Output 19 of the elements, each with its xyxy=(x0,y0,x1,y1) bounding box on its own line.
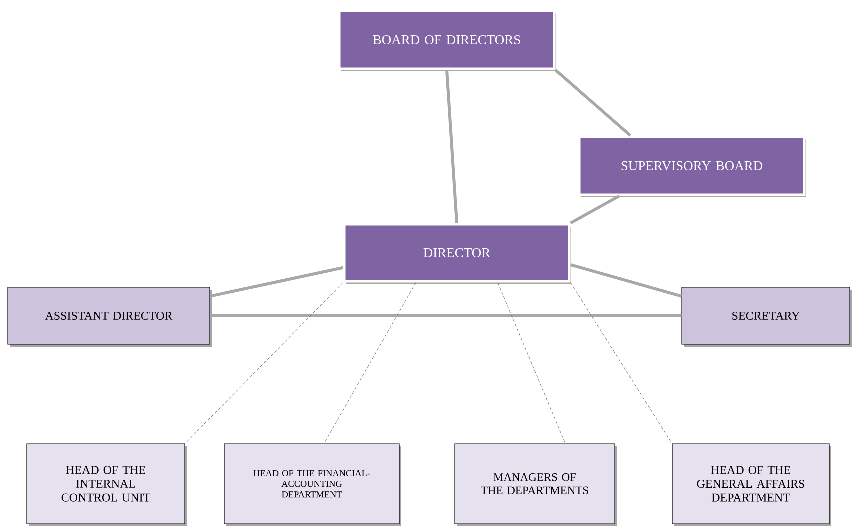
connector-line xyxy=(498,282,566,444)
unit-box: HEAD OF THE FINANCIAL-ACCOUNTING DEPARTMENT xyxy=(224,444,402,526)
connector-line xyxy=(324,282,416,444)
connector-line xyxy=(570,263,682,298)
org-box: DIRECTOR xyxy=(343,223,572,284)
staff-box: ASSISTANT DIRECTOR xyxy=(8,287,212,347)
org-box: SUPERVISORY BOARD xyxy=(578,136,806,198)
connector-line xyxy=(446,70,458,224)
connector-line xyxy=(185,282,344,444)
unit-box: MANAGERS OF THE DEPARTMENTS xyxy=(454,444,617,526)
connector-line xyxy=(570,282,672,444)
connector-line xyxy=(554,69,632,137)
unit-box: HEAD OF THE INTERNAL CONTROL UNIT xyxy=(26,444,187,526)
connector-line xyxy=(570,194,620,225)
staff-box: SECRETARY xyxy=(682,287,852,347)
unit-box: HEAD OF THE GENERAL AFFAIRS DEPARTMENT xyxy=(672,444,832,526)
org-box: BOARD OF DIRECTORS xyxy=(338,10,556,72)
connector-line xyxy=(210,314,682,318)
connector-line xyxy=(210,266,344,298)
